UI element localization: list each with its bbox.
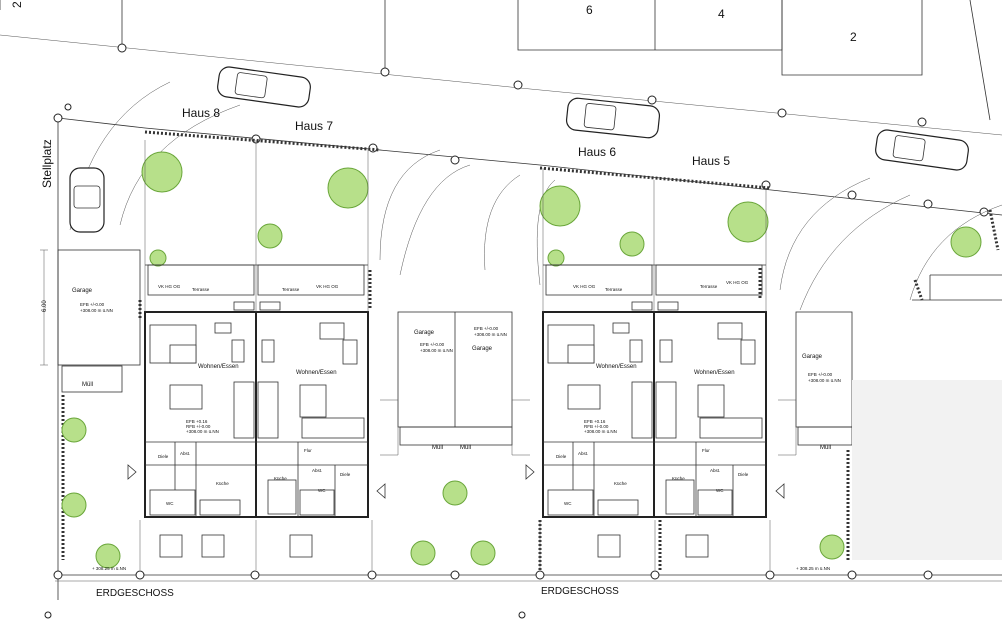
h7-terrace: Terrasse	[282, 287, 300, 292]
h8-living: Wohnen/Essen	[198, 364, 239, 370]
house-8-label: Haus 8	[182, 106, 220, 120]
garage-middle-level-a2: +308.00 m ü.NN	[420, 348, 453, 353]
house-5-label: Haus 5	[692, 154, 730, 168]
h7-wc: WC	[318, 488, 326, 493]
floor-label-left: ERDGESCHOSS	[96, 588, 174, 599]
garage-right-waste: Müll	[820, 445, 831, 451]
h7-kitchen: Küche	[274, 476, 287, 481]
h6-kitchen: Küche	[614, 481, 627, 486]
h5-living: Wohnen/Essen	[694, 370, 735, 376]
garage-left-level-1: EFB +/-0.00	[80, 302, 105, 307]
h6-level-3: +308.00 m ü.NN	[584, 429, 617, 434]
plot-number-a: 2	[10, 1, 24, 8]
h6-entry: Diele	[556, 454, 567, 459]
h8-storage: Abst.	[180, 451, 190, 456]
garage-middle	[380, 311, 530, 456]
h8-level-2: RFB +/-0.00	[186, 424, 211, 429]
garage-left	[40, 249, 141, 393]
entry-arrows	[127, 464, 785, 499]
h8-terrace: Terrasse	[192, 287, 210, 292]
car-3	[875, 129, 969, 171]
h6-wc: WC	[564, 501, 572, 506]
garage-right-level-1: EFB +/-0.00	[808, 372, 833, 377]
h8-entry: Diele	[158, 454, 169, 459]
garage-middle-level-b2: +308.00 m ü.NN	[474, 332, 507, 337]
h8-level-1: EFB +0.16	[186, 419, 208, 424]
house-block-right	[539, 168, 771, 570]
garage-left-label: Garage	[72, 288, 93, 294]
h5-hall: Flur	[702, 448, 710, 453]
h5-vk: VK HG OG	[726, 280, 749, 285]
neighbour-plots	[0, 0, 1002, 136]
house-7-label: Haus 7	[295, 119, 333, 133]
plot-number-b: 6	[586, 3, 593, 17]
h7-entry: Diele	[340, 472, 351, 477]
car-1	[217, 66, 311, 108]
h7-living: Wohnen/Essen	[296, 370, 337, 376]
property-line	[55, 117, 1002, 600]
parking-label: Stellplatz	[40, 139, 54, 188]
plot-number-c: 4	[718, 7, 725, 21]
h8-vk: VK HG OG	[158, 284, 181, 289]
garage-right-level-2: +308.00 m ü.NN	[808, 378, 841, 383]
garage-right	[778, 311, 1002, 560]
neighbour-right	[912, 274, 1002, 301]
plot-number-d: 2	[850, 30, 857, 44]
dimension-label: 6.00	[42, 300, 48, 312]
h6-terrace: Terrasse	[605, 287, 623, 292]
h8-level-3: +308.00 m ü.NN	[186, 429, 219, 434]
house-block-left	[139, 140, 373, 570]
h5-entry: Diele	[738, 472, 749, 477]
garage-middle-level-b1: EFB +/-0.00	[474, 326, 499, 331]
h8-kitchen: Küche	[216, 481, 229, 486]
floor-label-right: ERDGESCHOSS	[541, 586, 619, 597]
h8-wc: WC	[166, 501, 174, 506]
garage-middle-label-b: Garage	[472, 346, 493, 352]
h5-wc: WC	[716, 488, 724, 493]
garage-left-level-2: +308.00 m ü.NN	[80, 308, 113, 313]
car-2	[565, 97, 661, 139]
garage-middle-waste-b: Müll	[460, 445, 471, 451]
h5-storage: Abst.	[710, 468, 720, 473]
h7-vk: VK HG OG	[316, 284, 339, 289]
h6-level-1: EFB +0.16	[584, 419, 606, 424]
car-4	[69, 167, 105, 233]
garage-middle-waste-a: Müll	[432, 445, 443, 451]
h7-hall: Flur	[304, 448, 312, 453]
garage-left-waste: Müll	[82, 382, 93, 388]
garage-middle-level-a1: EFB +/-0.00	[420, 342, 445, 347]
h7-storage: Abst.	[312, 468, 322, 473]
h6-level-2: RFB +/-0.00	[584, 424, 609, 429]
fence-posts	[44, 43, 989, 619]
bottom-level-left: + 308.25 m ü.NN	[92, 566, 126, 571]
garage-right-label: Garage	[802, 354, 823, 360]
trees	[61, 151, 982, 569]
h5-kitchen: Küche	[672, 476, 685, 481]
h6-living: Wohnen/Essen	[596, 364, 637, 370]
house-6-label: Haus 6	[578, 145, 616, 159]
h5-terrace: Terrasse	[700, 284, 718, 289]
garage-middle-label-a: Garage	[414, 330, 435, 336]
h6-vk: VK HG OG	[573, 284, 596, 289]
h6-storage: Abst.	[578, 451, 588, 456]
bottom-level-right: + 308.25 m ü.NN	[796, 566, 830, 571]
